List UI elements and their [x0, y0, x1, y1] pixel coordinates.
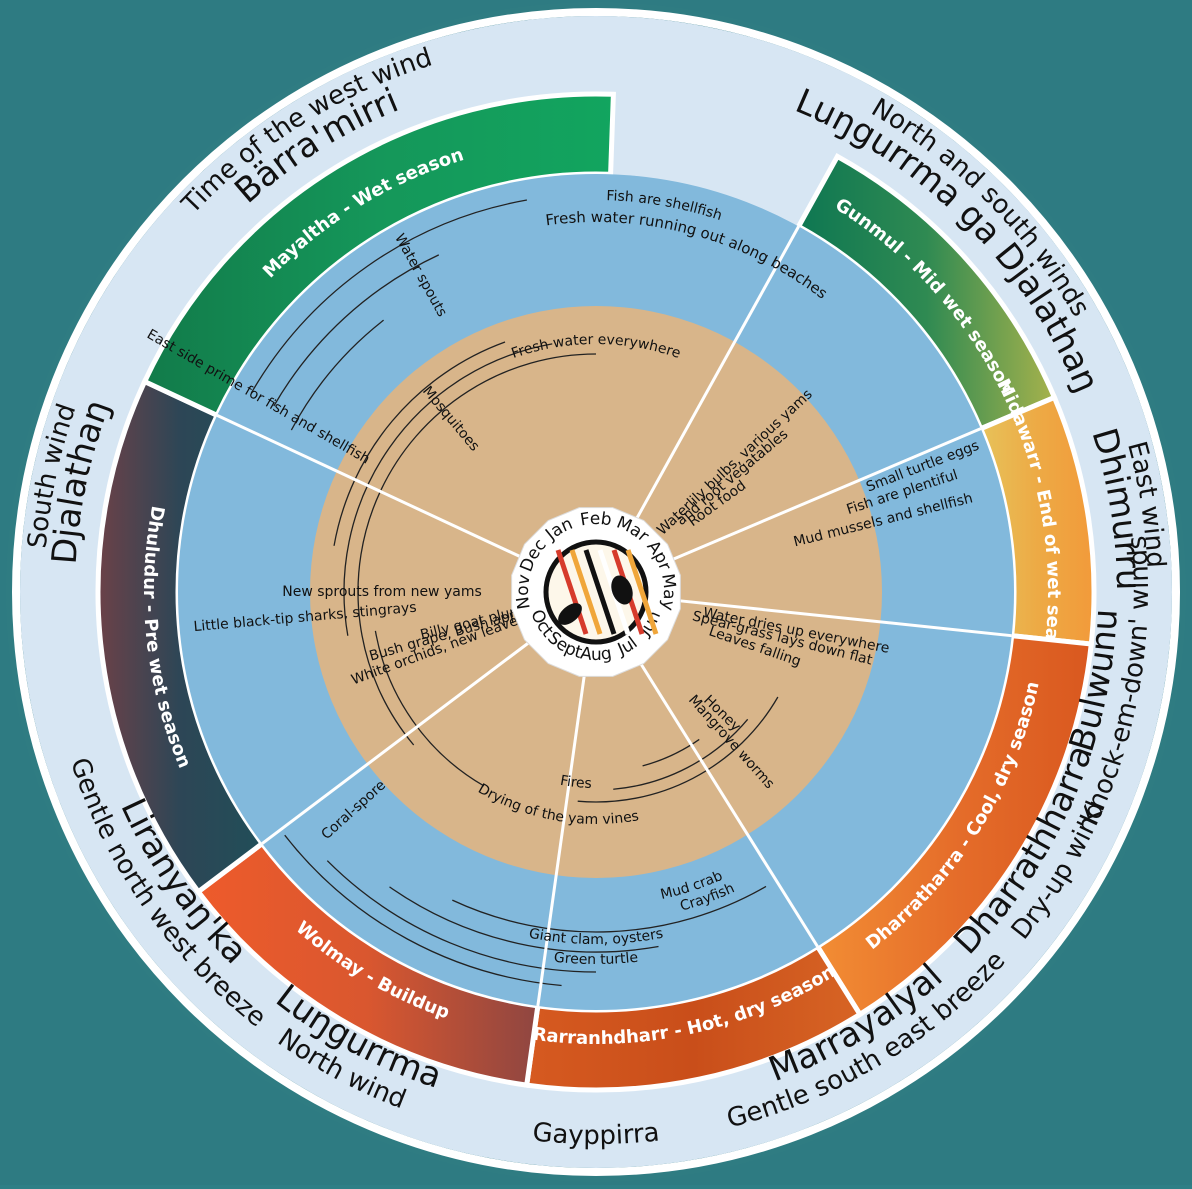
season-divider	[628, 225, 800, 532]
artwork-stripe	[555, 549, 589, 635]
season-divider	[261, 632, 541, 845]
animal-figure	[611, 575, 633, 605]
season-divider	[665, 597, 1012, 638]
month-label: May	[657, 572, 679, 612]
bird-figure	[558, 603, 582, 625]
connector-arc	[343, 343, 553, 636]
connector-arc	[326, 860, 597, 973]
connector-arc	[284, 834, 562, 987]
season-divider	[536, 661, 588, 1007]
season-arcs	[250, 199, 779, 987]
sea-item: Green turtle	[553, 950, 639, 968]
connector-arc	[577, 696, 779, 803]
artwork-stripe	[583, 549, 617, 635]
land-item: Fires	[559, 773, 592, 792]
sea-item: Giant clam, oysters	[528, 926, 665, 948]
connector-arc	[613, 718, 749, 790]
connector-arc	[452, 885, 767, 933]
connector-arc	[389, 886, 659, 953]
connector-arc	[374, 630, 485, 787]
connector-arc	[250, 199, 528, 394]
wind-label: Gayppirra	[531, 1117, 661, 1151]
connector-arc	[290, 319, 384, 431]
season-divider	[659, 427, 982, 567]
month-label: Aug	[579, 643, 613, 665]
month-label: Nov	[513, 573, 535, 611]
connector-arc	[333, 341, 506, 546]
season-dividers	[216, 225, 1012, 1007]
artwork-stripe	[625, 549, 659, 635]
connector-arc	[642, 738, 700, 767]
artwork-stripe	[569, 549, 603, 635]
month-label: Feb	[579, 509, 613, 531]
land-item: New sprouts from new yams	[282, 584, 482, 600]
connector-arc	[273, 254, 440, 407]
outer-border	[12, 8, 1180, 1176]
season-divider	[216, 413, 534, 564]
season-divider	[631, 650, 819, 948]
